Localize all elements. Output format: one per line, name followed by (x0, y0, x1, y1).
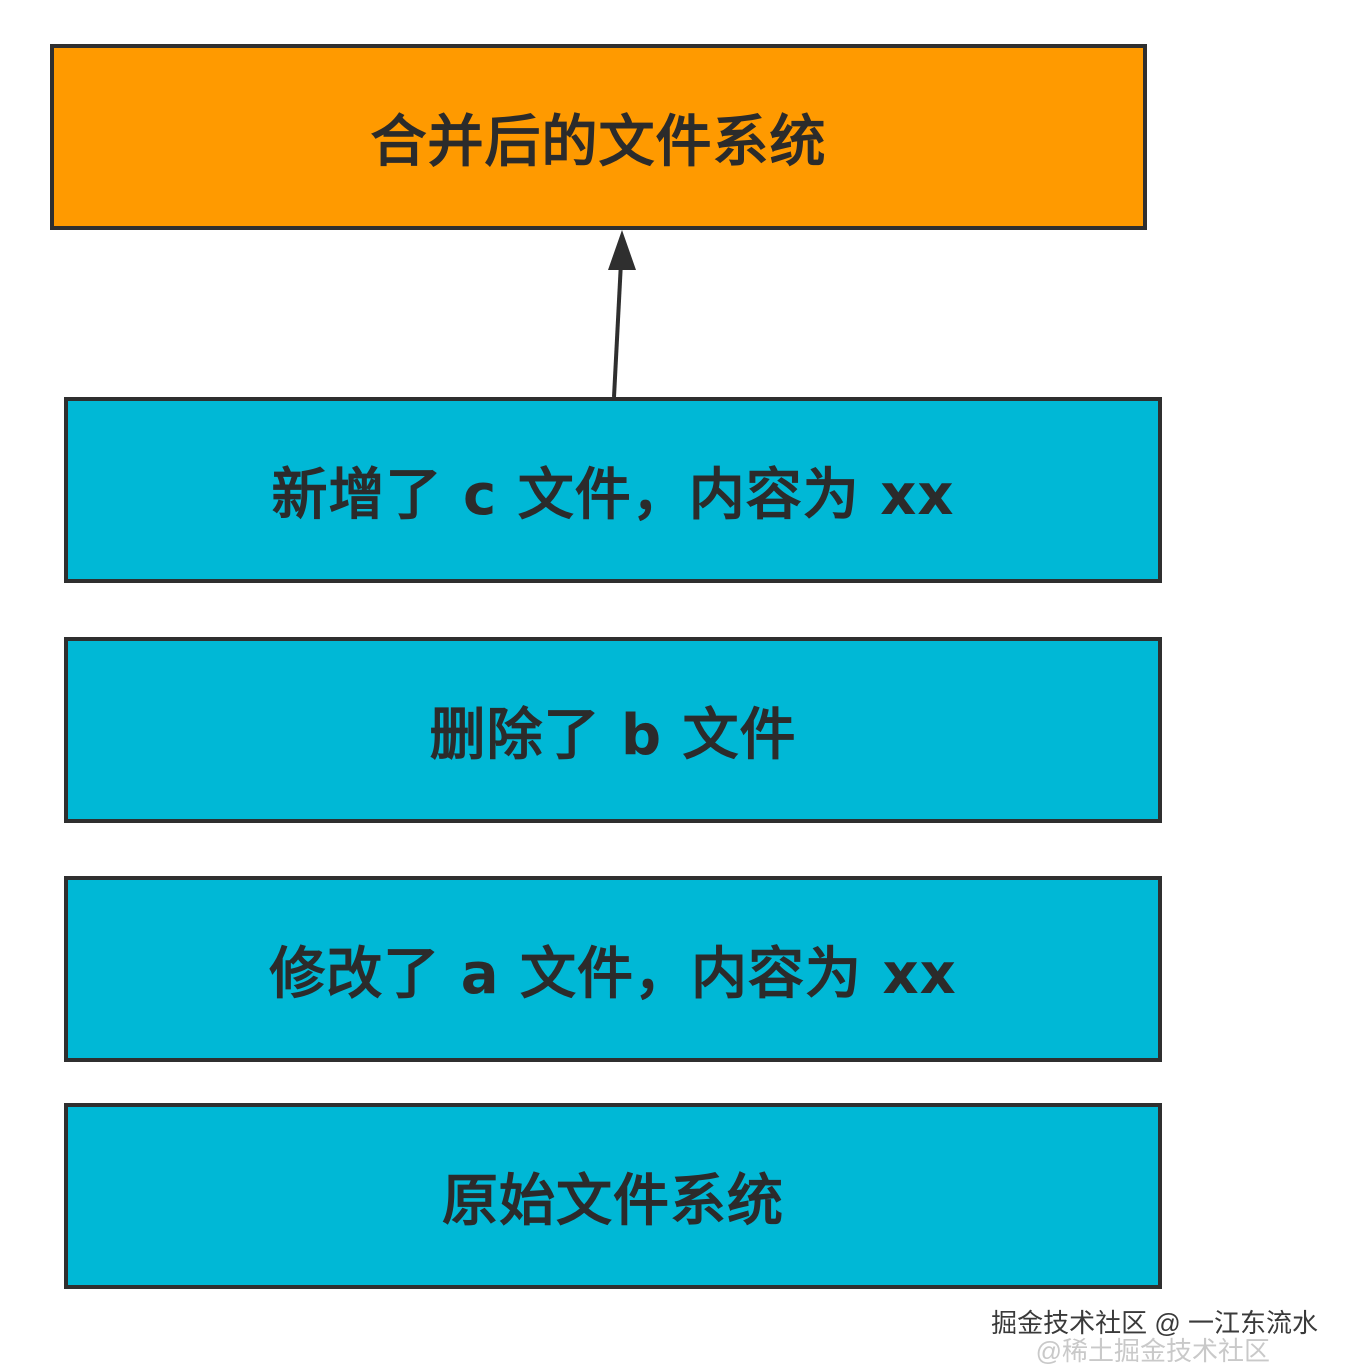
layer-add-c-label: 新增了 c 文件，内容为 xx (271, 462, 955, 528)
layer-original-label: 原始文件系统 (442, 1168, 784, 1234)
arrow-head (608, 230, 636, 270)
merged-filesystem-box: 合并后的文件系统 (50, 44, 1147, 230)
watermark-primary: 掘金技术社区 @ 一江东流水 (991, 1308, 1318, 1338)
layer-delete-b-label: 删除了 b 文件 (429, 702, 797, 768)
merged-filesystem-label: 合并后的文件系统 (370, 109, 827, 175)
layer-modify-a-label: 修改了 a 文件，内容为 xx (269, 941, 957, 1007)
layer-add-c-box: 新增了 c 文件，内容为 xx (64, 397, 1162, 583)
layer-delete-b-box: 删除了 b 文件 (64, 637, 1162, 823)
arrow-shaft (612, 261, 623, 398)
layer-modify-a-box: 修改了 a 文件，内容为 xx (64, 876, 1162, 1062)
layer-original-box: 原始文件系统 (64, 1103, 1162, 1289)
watermark-secondary: @稀土掘金技术社区 (1035, 1336, 1270, 1366)
